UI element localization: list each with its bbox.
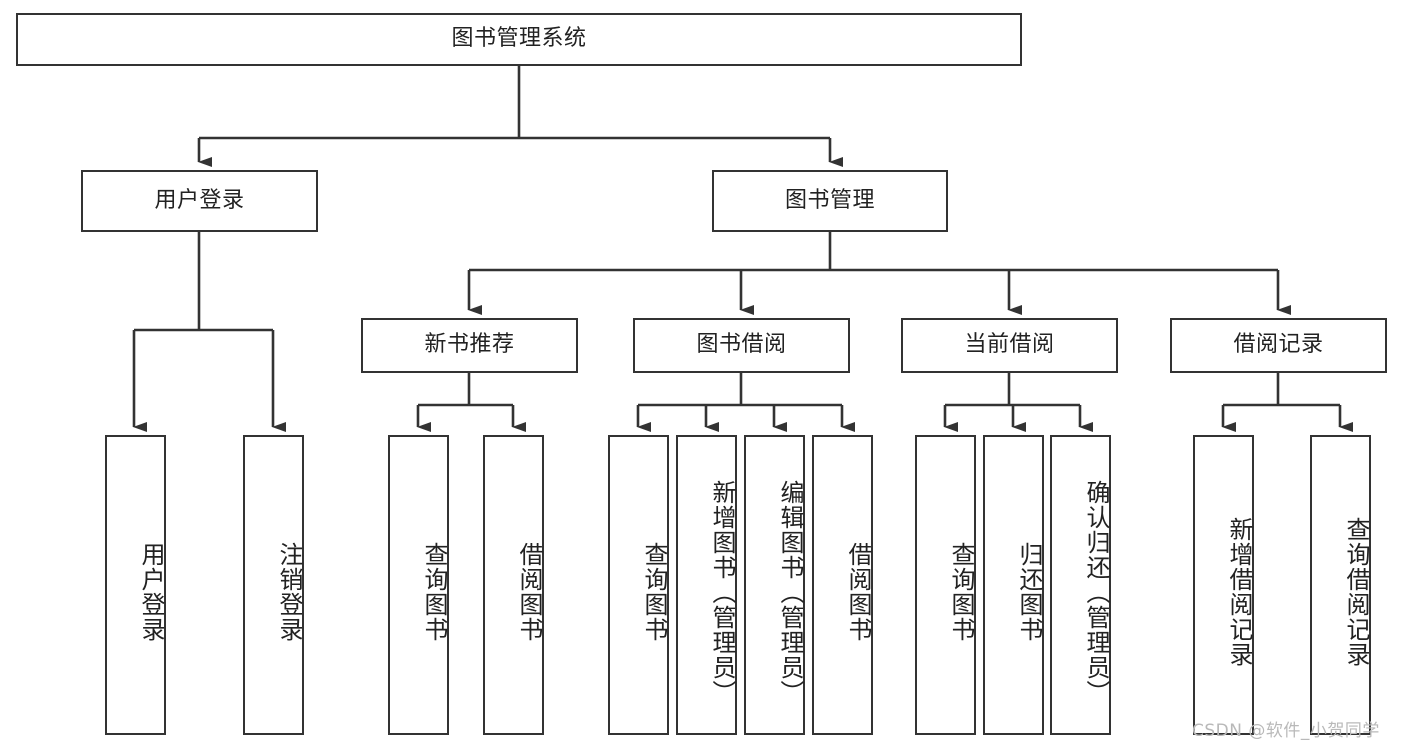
leaf-borrow-query-book[interactable]: 查询图书 — [608, 435, 669, 735]
node-borrow-record[interactable]: 借阅记录 — [1170, 318, 1387, 373]
node-book-management-module[interactable]: 图书管理 — [712, 170, 948, 232]
node-book-management-module-label: 图书管理 — [784, 187, 875, 213]
leaf-user-logout-label: 注销登录 — [275, 542, 303, 642]
node-new-book-recommend[interactable]: 新书推荐 — [361, 318, 578, 373]
leaf-add-book-admin-label: 新增图书（管理员） — [708, 479, 736, 705]
leaf-borrow-book[interactable]: 借阅图书 — [812, 435, 873, 735]
node-current-borrow-label: 当前借阅 — [964, 332, 1055, 358]
leaf-confirm-return-admin-label: 确认归还（管理员） — [1082, 479, 1110, 705]
node-current-borrow[interactable]: 当前借阅 — [901, 318, 1118, 373]
csdn-watermark: CSDN @软件_小贺同学 — [1192, 721, 1380, 741]
leaf-recommend-query-book-label: 查询图书 — [420, 542, 448, 642]
leaf-current-query-book[interactable]: 查询图书 — [915, 435, 976, 735]
node-book-borrow[interactable]: 图书借阅 — [633, 318, 850, 373]
leaf-edit-book-admin-label: 编辑图书（管理员） — [776, 479, 804, 705]
node-user-login-module-label: 用户登录 — [154, 187, 245, 213]
leaf-borrow-book-label: 借阅图书 — [844, 542, 872, 642]
leaf-user-logout[interactable]: 注销登录 — [243, 435, 304, 735]
leaf-recommend-borrow-book-label: 借阅图书 — [515, 542, 543, 642]
leaf-user-login[interactable]: 用户登录 — [105, 435, 166, 735]
leaf-recommend-borrow-book[interactable]: 借阅图书 — [483, 435, 544, 735]
leaf-confirm-return-admin[interactable]: 确认归还（管理员） — [1050, 435, 1111, 735]
node-root[interactable]: 图书管理系统 — [16, 13, 1022, 66]
leaf-add-borrow-record-label: 新增借阅记录 — [1225, 517, 1253, 667]
leaf-return-book[interactable]: 归还图书 — [983, 435, 1044, 735]
leaf-query-borrow-record-label: 查询借阅记录 — [1342, 517, 1370, 667]
leaf-edit-book-admin[interactable]: 编辑图书（管理员） — [744, 435, 805, 735]
leaf-user-login-label: 用户登录 — [137, 542, 165, 642]
leaf-current-query-book-label: 查询图书 — [947, 542, 975, 642]
node-user-login-module[interactable]: 用户登录 — [81, 170, 318, 232]
node-new-book-recommend-label: 新书推荐 — [424, 332, 515, 358]
leaf-add-book-admin[interactable]: 新增图书（管理员） — [676, 435, 737, 735]
leaf-add-borrow-record[interactable]: 新增借阅记录 — [1193, 435, 1254, 735]
leaf-return-book-label: 归还图书 — [1015, 542, 1043, 642]
node-book-borrow-label: 图书借阅 — [696, 332, 787, 358]
leaf-borrow-query-book-label: 查询图书 — [640, 542, 668, 642]
leaf-query-borrow-record[interactable]: 查询借阅记录 — [1310, 435, 1371, 735]
node-borrow-record-label: 借阅记录 — [1233, 332, 1324, 358]
leaf-recommend-query-book[interactable]: 查询图书 — [388, 435, 449, 735]
node-root-label: 图书管理系统 — [451, 26, 587, 52]
